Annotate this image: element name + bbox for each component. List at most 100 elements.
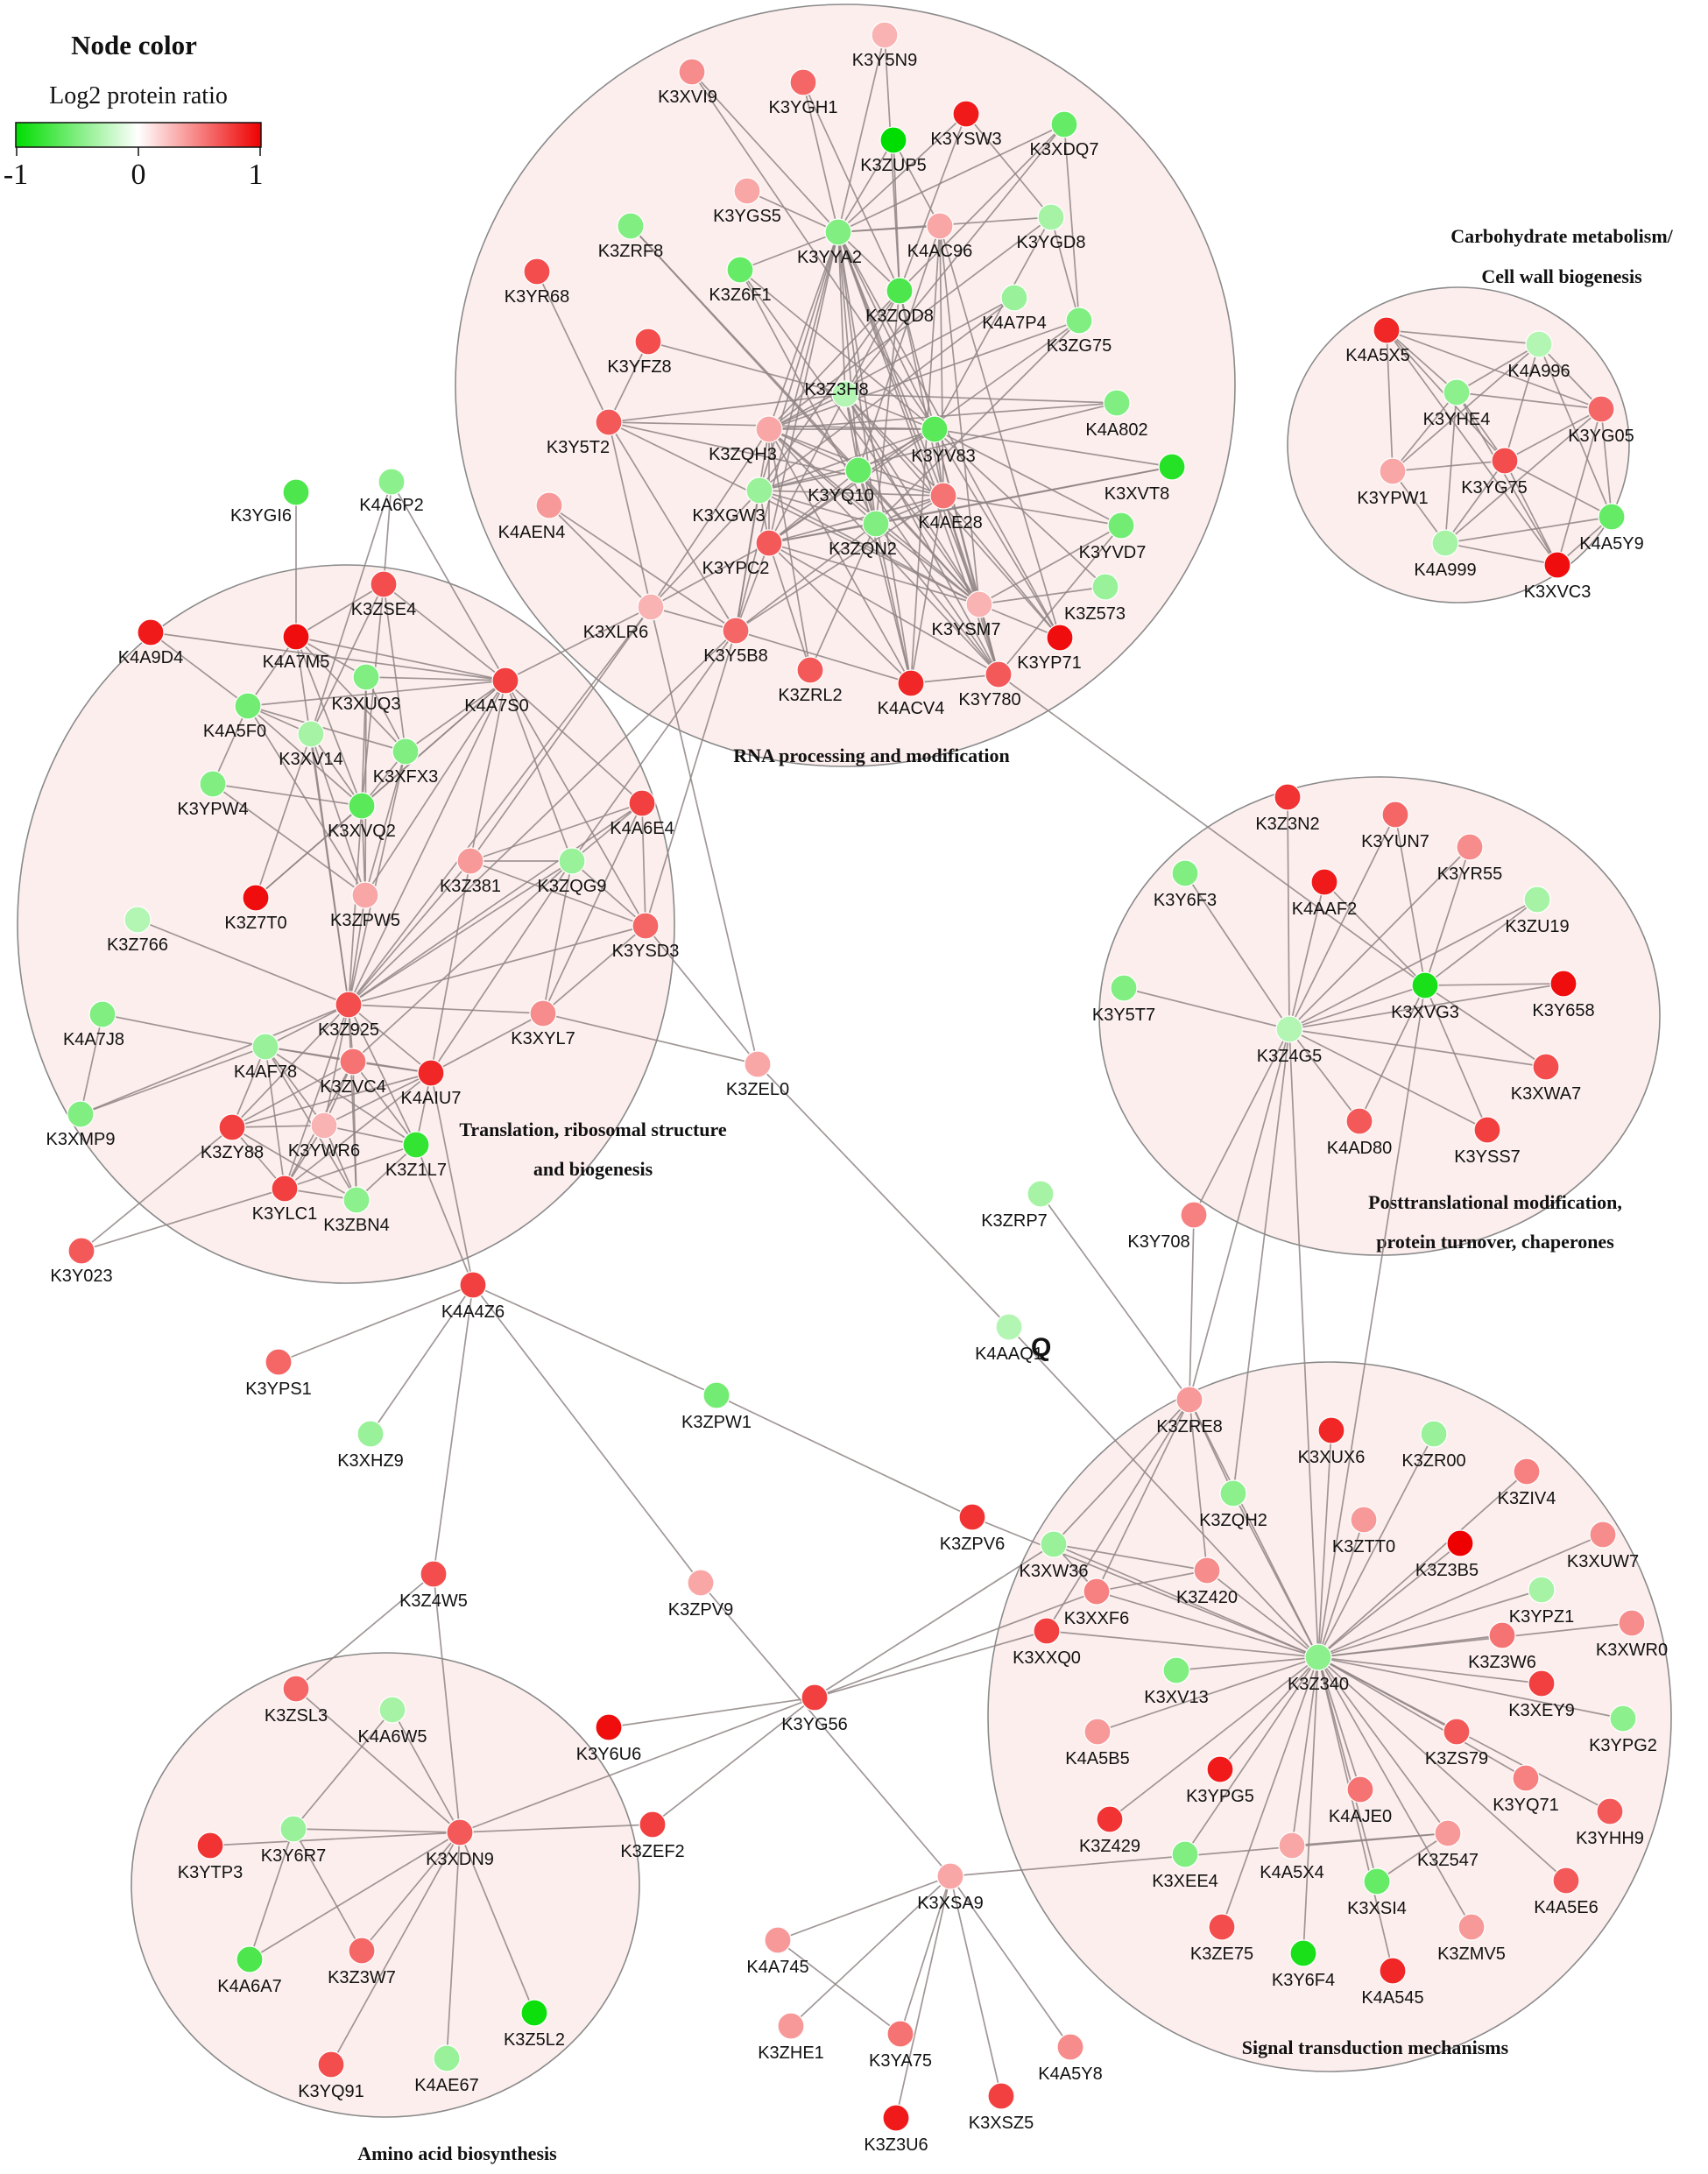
- node-K3YGH1[interactable]: K3YGH1: [769, 68, 838, 117]
- node-K4AJE0[interactable]: K4AJE0: [1329, 1775, 1392, 1826]
- node-circle[interactable]: [1512, 1764, 1540, 1792]
- node-circle[interactable]: [1219, 1479, 1247, 1507]
- node-circle[interactable]: [310, 1112, 338, 1140]
- node-K4AAF2[interactable]: K4AAF2: [1292, 868, 1357, 919]
- node-K3Z7T0[interactable]: K3Z7T0: [224, 884, 287, 933]
- node-circle[interactable]: [1033, 1617, 1061, 1645]
- node-circle[interactable]: [965, 590, 993, 618]
- node-K3YSD3[interactable]: K3YSD3: [612, 912, 680, 961]
- node-K3XVT8[interactable]: K3XVT8: [1105, 453, 1186, 504]
- node-K3ZPV6[interactable]: K3ZPV6: [940, 1503, 1005, 1554]
- node-K4A545[interactable]: K4A545: [1361, 1957, 1424, 2008]
- node-circle[interactable]: [88, 1000, 116, 1028]
- node-K3ZVC4[interactable]: K3ZVC4: [320, 1048, 386, 1097]
- node-K4A5B5[interactable]: K4A5B5: [1065, 1718, 1130, 1768]
- node-circle[interactable]: [1379, 457, 1407, 485]
- node-circle[interactable]: [378, 468, 406, 496]
- node-circle[interactable]: [1431, 529, 1459, 557]
- node-circle[interactable]: [1443, 378, 1471, 406]
- node-K3ZRP7[interactable]: K3ZRP7: [981, 1180, 1055, 1231]
- node-K3YGS5[interactable]: K3YGS5: [713, 177, 781, 226]
- node-circle[interactable]: [1083, 1718, 1112, 1746]
- node-circle[interactable]: [1345, 1107, 1373, 1135]
- node-circle[interactable]: [342, 1186, 371, 1214]
- node-K3ZRF8[interactable]: K3ZRF8: [598, 212, 663, 261]
- node-K3Y5T2[interactable]: K3Y5T2: [547, 408, 623, 457]
- node-circle[interactable]: [1091, 573, 1119, 601]
- node-circle[interactable]: [921, 415, 949, 443]
- node-K3ZMV5[interactable]: K3ZMV5: [1437, 1913, 1506, 1964]
- node-circle[interactable]: [1208, 1913, 1236, 1941]
- node-K3Y708[interactable]: K3Y708: [1127, 1201, 1208, 1252]
- node-circle[interactable]: [733, 177, 761, 205]
- node-circle[interactable]: [356, 1420, 385, 1448]
- node-K3YG56[interactable]: K3YG56: [781, 1683, 848, 1734]
- node-circle[interactable]: [1000, 284, 1028, 312]
- node-K3XUQ3[interactable]: K3XUQ3: [332, 663, 401, 714]
- node-circle[interactable]: [491, 667, 519, 695]
- node-circle[interactable]: [639, 1810, 667, 1839]
- node-K3ZEL0[interactable]: K3ZEL0: [726, 1050, 789, 1099]
- node-K3YTP3[interactable]: K3YTP3: [178, 1832, 243, 1882]
- node-circle[interactable]: [392, 738, 420, 766]
- node-K4A5F0[interactable]: K4A5F0: [203, 692, 266, 741]
- node-K4A802[interactable]: K4A802: [1085, 389, 1148, 440]
- node-K3XWA7[interactable]: K3XWA7: [1511, 1053, 1581, 1104]
- node-circle[interactable]: [1598, 503, 1626, 531]
- node-circle[interactable]: [702, 1381, 730, 1409]
- node-K3Z340[interactable]: K3Z340: [1288, 1643, 1349, 1694]
- node-K3ZQN2[interactable]: K3ZQN2: [829, 510, 897, 559]
- node-circle[interactable]: [879, 126, 907, 154]
- node-circle[interactable]: [351, 881, 379, 909]
- node-circle[interactable]: [958, 1503, 986, 1531]
- node-circle[interactable]: [764, 1926, 792, 1954]
- node-circle[interactable]: [929, 482, 957, 510]
- node-K3XYL7[interactable]: K3XYL7: [511, 999, 575, 1048]
- node-circle[interactable]: [1528, 1576, 1556, 1604]
- node-K3ZTT0[interactable]: K3ZTT0: [1332, 1506, 1395, 1556]
- node-circle[interactable]: [1411, 971, 1439, 999]
- node-K4A5X5[interactable]: K4A5X5: [1345, 316, 1410, 365]
- node-circle[interactable]: [687, 1569, 715, 1597]
- node-K4AIU7[interactable]: K4AIU7: [401, 1059, 462, 1108]
- node-K3Y5B8[interactable]: K3Y5B8: [703, 617, 768, 666]
- node-K4A6W5[interactable]: K4A6W5: [358, 1696, 427, 1747]
- node-circle[interactable]: [1275, 1015, 1303, 1043]
- node-K3YSS7[interactable]: K3YSS7: [1454, 1116, 1521, 1167]
- node-circle[interactable]: [1310, 868, 1338, 896]
- node-circle[interactable]: [352, 663, 380, 691]
- node-circle[interactable]: [199, 770, 227, 798]
- node-K3Z4W5[interactable]: K3Z4W5: [399, 1560, 468, 1611]
- node-circle[interactable]: [678, 58, 706, 86]
- node-K3XDN9[interactable]: K3XDN9: [426, 1818, 494, 1869]
- node-circle[interactable]: [282, 623, 310, 651]
- node-circle[interactable]: [886, 2020, 914, 2048]
- node-K3Z6F1[interactable]: K3Z6F1: [709, 256, 772, 305]
- node-K3XV14[interactable]: K3XV14: [279, 720, 343, 769]
- node-circle[interactable]: [370, 570, 398, 598]
- node-circle[interactable]: [282, 478, 310, 506]
- node-K3Y6F4[interactable]: K3Y6F4: [1272, 1939, 1335, 1990]
- node-K3ZIV4[interactable]: K3ZIV4: [1498, 1458, 1556, 1508]
- node-circle[interactable]: [1110, 974, 1138, 1002]
- node-circle[interactable]: [801, 1683, 829, 1712]
- node-K3Y5T7[interactable]: K3Y5T7: [1092, 974, 1155, 1025]
- node-circle[interactable]: [1046, 624, 1074, 652]
- node-circle[interactable]: [265, 1348, 293, 1376]
- node-K3XEE4[interactable]: K3XEE4: [1152, 1840, 1218, 1891]
- node-circle[interactable]: [871, 21, 899, 49]
- node-circle[interactable]: [1456, 833, 1484, 861]
- node-K4AC96[interactable]: K4AC96: [907, 212, 973, 261]
- node-circle[interactable]: [1346, 1775, 1374, 1803]
- node-K3YQ91[interactable]: K3YQ91: [298, 2050, 364, 2101]
- node-K4A996[interactable]: K4A996: [1507, 330, 1570, 381]
- node-circle[interactable]: [1381, 801, 1409, 829]
- node-circle[interactable]: [242, 884, 270, 912]
- node-circle[interactable]: [297, 720, 325, 748]
- node-circle[interactable]: [1175, 1386, 1203, 1414]
- node-circle[interactable]: [1050, 110, 1078, 138]
- node-circle[interactable]: [926, 212, 954, 240]
- node-circle[interactable]: [755, 529, 783, 557]
- node-circle[interactable]: [67, 1100, 95, 1128]
- node-K3ZEF2[interactable]: K3ZEF2: [620, 1810, 685, 1861]
